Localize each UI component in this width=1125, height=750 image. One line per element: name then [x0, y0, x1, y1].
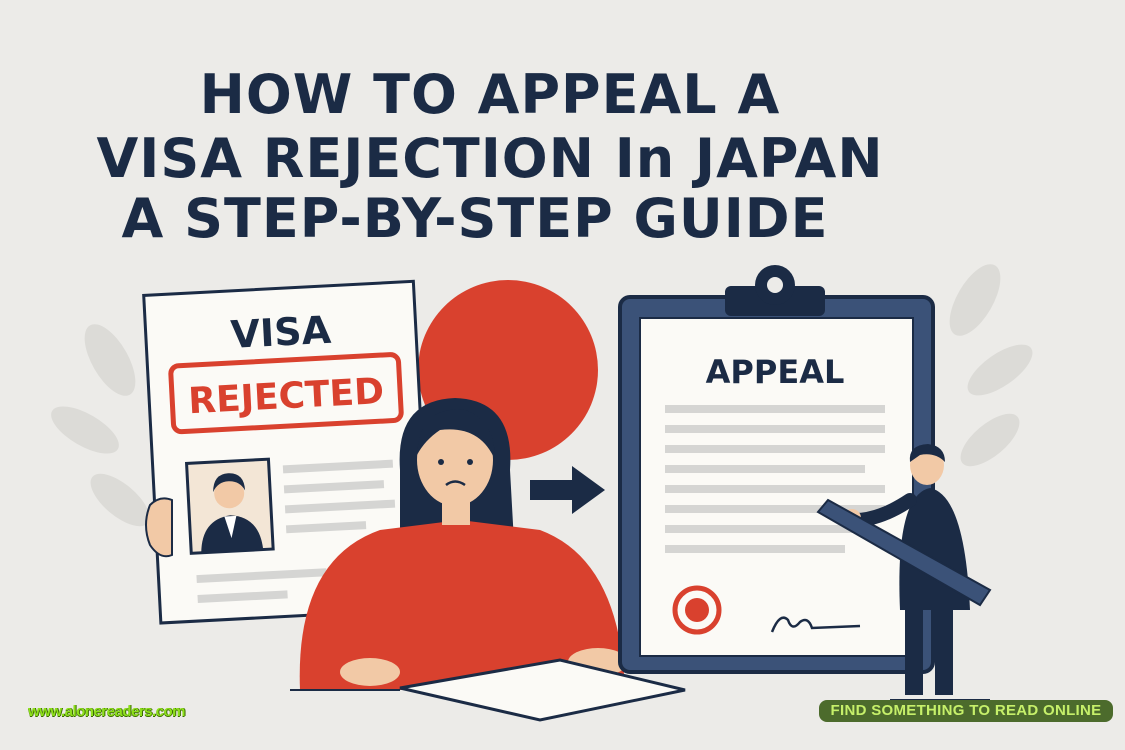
leaf-decoration-right — [949, 264, 1033, 467]
rejected-stamp: REJECTED — [187, 371, 385, 422]
title-line-3: A STEP-BY-STEP GUIDE — [121, 187, 829, 250]
visa-heading: VISA — [230, 308, 333, 357]
desk-paper — [399, 658, 686, 722]
document-text-lines — [196, 459, 396, 604]
leaf-decoration-left — [51, 324, 150, 527]
appeal-clipboard: APPEAL — [618, 265, 935, 674]
site-url[interactable]: www.alonereaders.com — [28, 703, 186, 720]
signature — [770, 616, 861, 633]
rejected-stamp-border — [168, 352, 404, 435]
title-line-1: HOW TO APPEAL A — [199, 63, 781, 126]
pen-icon — [816, 498, 992, 607]
seal-icon — [672, 585, 722, 635]
passport-photo — [184, 457, 275, 555]
title-line-2: VISA REJECTION In JAPAN — [96, 127, 884, 190]
appeal-heading: APPEAL — [706, 353, 845, 391]
arrow-right-icon — [530, 466, 605, 514]
find-something-badge[interactable]: FIND SOMETHING TO READ ONLINE — [819, 700, 1113, 722]
woman-figure — [299, 398, 628, 690]
hand-icon — [145, 497, 173, 558]
appeal-text-lines — [665, 405, 885, 553]
